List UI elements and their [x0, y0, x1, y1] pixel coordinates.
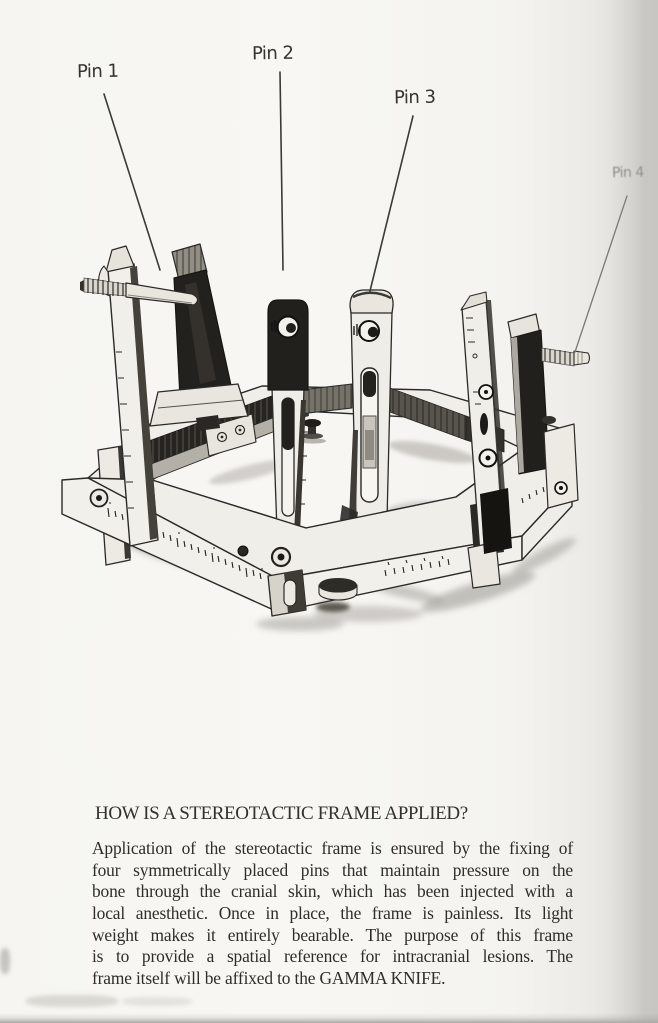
paragraph-line: bone through the cranial skin, which has…: [92, 881, 573, 902]
body-paragraph: Application of the stereotactic frame is…: [92, 838, 573, 990]
section-heading: HOW IS A STEREOTACTIC FRAME APPLIED?: [95, 803, 468, 824]
page-showthrough-mark: [26, 995, 118, 1007]
leader-lines: [103, 71, 628, 353]
pin3-leader-line: [369, 115, 414, 292]
paragraph-line: Application of the stereotactic frame is…: [92, 838, 573, 858]
paragraph-line: weight makes it entirely bearable. The p…: [92, 924, 573, 945]
paragraph-line: local anesthetic. Once in place, the fra…: [92, 903, 573, 924]
pin3-post: [340, 289, 394, 528]
pin4-leader-line: [574, 195, 628, 353]
pin1-assembly: [80, 243, 249, 547]
front-feet: [267, 569, 358, 617]
paragraph-line: four symmetrically placed pins that main…: [92, 859, 573, 880]
page-showthrough-mark: [0, 948, 10, 974]
page-showthrough-mark: [122, 997, 192, 1006]
paragraph-line: is to provide a spatial reference for in…: [92, 946, 573, 967]
page-bottom-edge: [0, 1013, 658, 1023]
pin3-label: Pin 3: [393, 86, 436, 109]
pin1-label: Pin 1: [76, 60, 119, 83]
pin1-leader-line: [103, 93, 161, 271]
pin4-assembly: [460, 291, 591, 589]
pin4-label: Pin 4: [611, 164, 644, 182]
pin2-post: [267, 299, 309, 533]
pin2-leader-line: [279, 71, 284, 271]
paragraph-line: frame itself will be affixed to the GAMM…: [92, 968, 446, 989]
stereotactic-frame-figure: [61, 71, 628, 631]
pin2-label: Pin 2: [251, 42, 294, 65]
